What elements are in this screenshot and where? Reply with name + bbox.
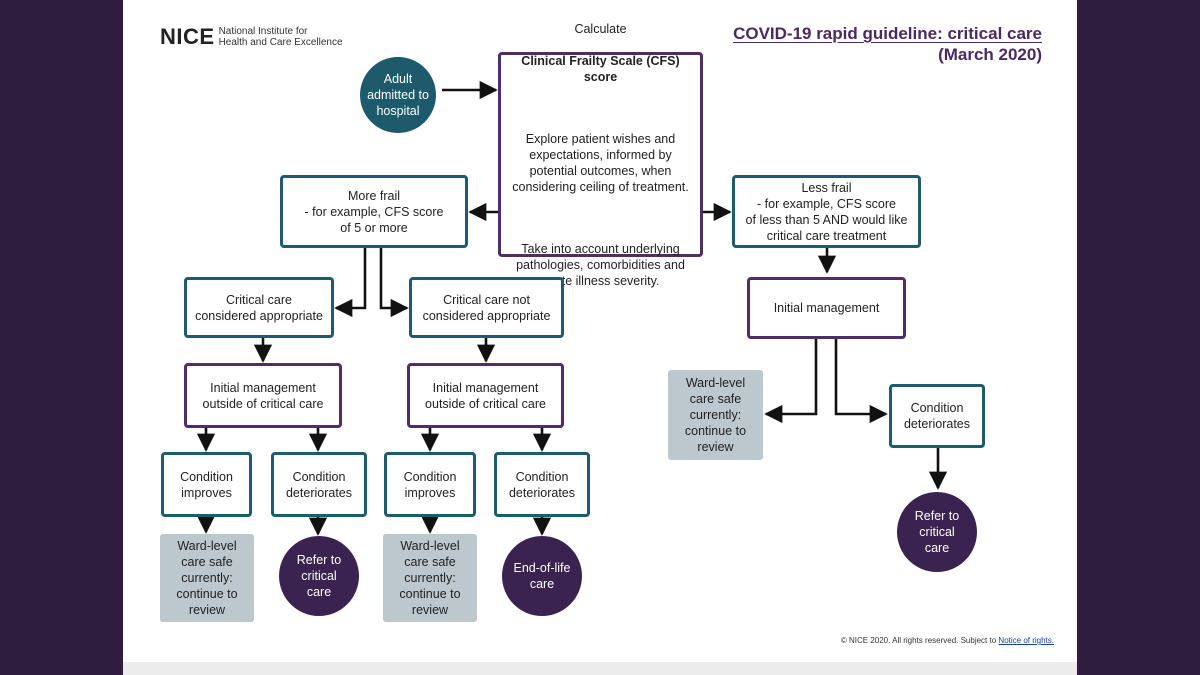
- condition-improves-1-label: Condition improves: [180, 469, 233, 500]
- cc-appropriate-label: Critical care considered appropriate: [195, 292, 323, 323]
- guideline-page: NICE National Institute for Health and C…: [123, 0, 1077, 662]
- ward-level-2-box: Ward-level care safe currently: continue…: [383, 534, 477, 622]
- adult-admitted-node: Adult admitted to hospital: [360, 57, 436, 133]
- initial-management-right-box: Initial management: [747, 277, 906, 339]
- less-frail-box: Less frail - for example, CFS score of l…: [732, 175, 921, 248]
- condition-improves-2-box: Condition improves: [384, 452, 476, 517]
- condition-deteriorates-1-label: Condition deteriorates: [285, 469, 352, 500]
- initial-management-outside-2-label: Initial management outside of critical c…: [425, 380, 546, 411]
- ward-level-right-label: Ward-level care safe currently: continue…: [684, 376, 747, 454]
- cc-not-appropriate-label: Critical care not considered appropriate: [422, 292, 551, 323]
- logo-mark: NICE: [160, 24, 215, 49]
- copyright-footer: © NICE 2020. All rights reserved. Subjec…: [841, 636, 1054, 645]
- arrow-initial-right-to-ward: [764, 339, 818, 424]
- calculate-content: Calculate Clinical Frailty Scale (CFS) s…: [501, 5, 700, 305]
- calculate-line-1: Calculate: [574, 21, 627, 36]
- footer-text: © NICE 2020. All rights reserved. Subjec…: [840, 636, 997, 645]
- ward-level-right-box: Ward-level care safe currently: continue…: [668, 370, 763, 460]
- condition-improves-2-label: Condition improves: [403, 469, 457, 500]
- ward-level-2-label: Ward-level care safe currently: continue…: [399, 539, 461, 617]
- end-of-life-care-label: End-of-life care: [513, 561, 571, 591]
- adult-admitted-label: Adult admitted to hospital: [367, 72, 429, 118]
- initial-management-outside-1-label: Initial management outside of critical c…: [202, 380, 324, 411]
- condition-deteriorates-2-box: Condition deteriorates: [494, 452, 590, 517]
- refer-critical-care-right-label: Refer to critical care: [914, 509, 960, 555]
- calculate-para-2: Explore patient wishes and expectations,…: [512, 131, 689, 194]
- cc-appropriate-box: Critical care considered appropriate: [184, 277, 334, 338]
- arrow-frail-to-cc-not-appropriate: [379, 248, 409, 318]
- initial-management-outside-1-box: Initial management outside of critical c…: [184, 363, 342, 428]
- calculate-line-2: Clinical Frailty Scale (CFS) score: [521, 53, 680, 84]
- ward-level-1-label: Ward-level care safe currently: continue…: [176, 539, 238, 617]
- flow-connectors: [196, 80, 948, 536]
- page-bottom-strip: [123, 662, 1077, 675]
- logo-line-1: National Institute for: [218, 26, 308, 37]
- calculate-cfs-box: Calculate Clinical Frailty Scale (CFS) s…: [498, 22, 703, 288]
- end-of-life-care-node: End-of-life care: [502, 536, 582, 616]
- condition-deteriorates-2-label: Condition deteriorates: [508, 469, 575, 500]
- more-frail-box: More frail - for example, CFS score of 5…: [280, 175, 468, 248]
- cc-not-appropriate-box: Critical care not considered appropriate: [409, 277, 564, 338]
- title-line-1: COVID-19 rapid guideline: critical care: [733, 24, 1042, 43]
- condition-deteriorates-right-box: Condition deteriorates: [889, 384, 985, 448]
- less-frail-label: Less frail - for example, CFS score of l…: [745, 180, 908, 243]
- notice-of-rights-link[interactable]: Notice of rights.: [998, 636, 1054, 645]
- ward-level-1-box: Ward-level care safe currently: continue…: [160, 534, 254, 622]
- logo-subtitle: National Institute for Health and Care E…: [219, 26, 343, 48]
- arrow-initial-right-to-deteriorates: [834, 339, 888, 424]
- refer-critical-care-1-node: Refer to critical care: [279, 536, 359, 616]
- page-title: COVID-19 rapid guideline: critical care …: [733, 23, 1042, 65]
- refer-critical-care-right-node: Refer to critical care: [897, 492, 977, 572]
- arrow-frail-to-cc-appropriate: [334, 248, 367, 318]
- condition-improves-1-box: Condition improves: [161, 452, 252, 517]
- nice-logo: NICE National Institute for Health and C…: [160, 24, 343, 50]
- condition-deteriorates-1-box: Condition deteriorates: [271, 452, 367, 517]
- logo-line-2: Health and Care Excellence: [218, 37, 343, 48]
- initial-management-right-label: Initial management: [773, 301, 880, 315]
- refer-critical-care-1-label: Refer to critical care: [296, 553, 342, 599]
- more-frail-label: More frail - for example, CFS score of 5…: [304, 188, 444, 235]
- initial-management-outside-2-box: Initial management outside of critical c…: [407, 363, 564, 428]
- title-line-2: (March 2020): [938, 45, 1042, 64]
- condition-deteriorates-right-label: Condition deteriorates: [903, 401, 970, 431]
